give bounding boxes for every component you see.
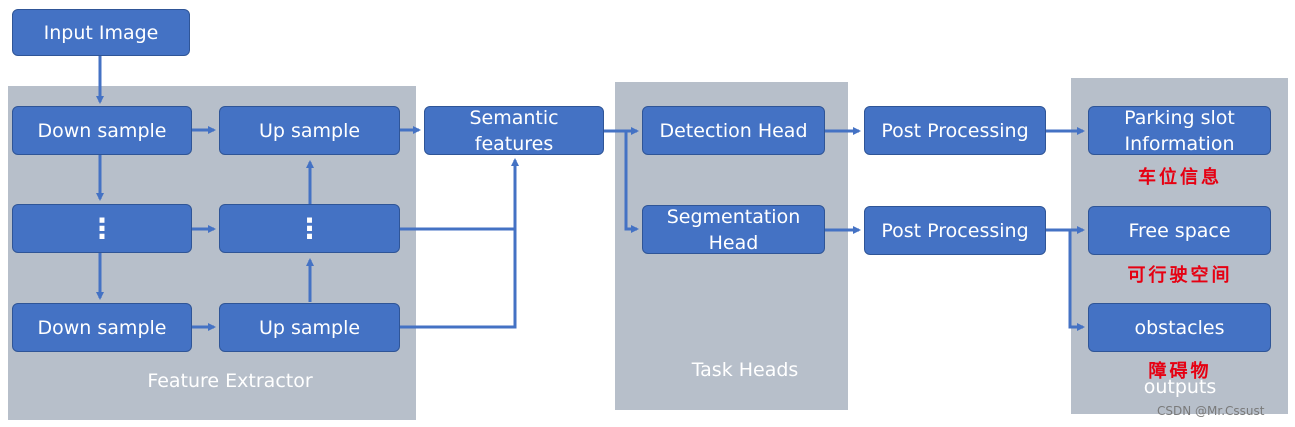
- feature-extractor-label: Feature Extractor: [147, 370, 313, 392]
- dots-right-box: ⋮: [219, 204, 400, 253]
- post-processing-2-box: Post Processing: [864, 206, 1046, 255]
- parking-slot-annotation: 车位信息: [1138, 167, 1222, 188]
- down-sample-top-box: Down sample: [12, 106, 192, 155]
- segmentation-head-box: Segmentation Head: [642, 205, 825, 254]
- task-heads-label: Task Heads: [691, 359, 799, 381]
- detection-head-box: Detection Head: [642, 106, 825, 155]
- obstacles-annotation: 障碍物: [1148, 361, 1212, 382]
- watermark-text: CSDN @Mr.Cssust: [1157, 404, 1265, 418]
- dots-left-box: ⋮: [12, 204, 192, 253]
- semantic-features-box: Semantic features: [424, 106, 604, 155]
- parking-slot-box: Parking slot Information: [1088, 106, 1271, 155]
- arrow-bottom-to-semantic: [400, 158, 519, 329]
- obstacles-box: obstacles: [1088, 303, 1271, 352]
- up-sample-top-box: Up sample: [219, 106, 400, 155]
- arrow-semantic-to-segmentation: [624, 131, 639, 233]
- down-sample-bottom-box: Down sample: [12, 303, 192, 352]
- input-image-box: Input Image: [12, 9, 190, 56]
- up-sample-bottom-box: Up sample: [219, 303, 400, 352]
- outputs-label: outputs: [1143, 376, 1217, 398]
- arrow-post-to-obstacles: [1068, 230, 1085, 331]
- free-space-annotation: 可行驶空间: [1127, 265, 1233, 286]
- post-processing-1-box: Post Processing: [864, 106, 1046, 155]
- free-space-box: Free space: [1088, 206, 1271, 255]
